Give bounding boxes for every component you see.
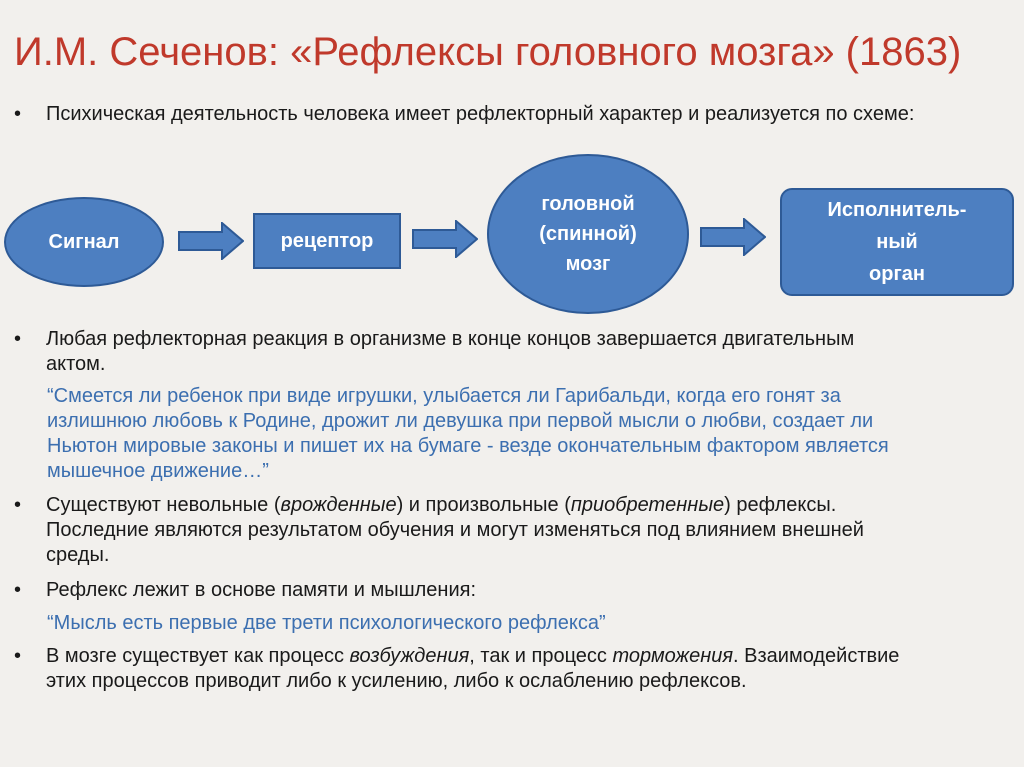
- organ-line: ный: [876, 231, 918, 253]
- quote-1: “Смеется ли ребенок при виде игрушки, ул…: [47, 384, 889, 484]
- quote-1-line: Ньютон мировые законы и пишет их на бума…: [47, 435, 889, 457]
- slide-title: И.М. Сеченов: «Рефлексы головного мозга»…: [14, 30, 962, 74]
- arrow-icon: [412, 220, 478, 258]
- brain-line: (спинной): [539, 223, 637, 245]
- organ-line: Исполнитель-: [827, 199, 967, 221]
- quote-1-line: излишнюю любовь к Родине, дрожит ли деву…: [47, 410, 874, 432]
- bullet-marker: •: [14, 494, 22, 516]
- bullet-marker: •: [14, 103, 22, 125]
- bullet-4-text: Рефлекс лежит в основе памяти и мышления…: [46, 579, 477, 601]
- text-run: В мозге существует как процесс: [46, 645, 350, 667]
- bullet-3-line-3: среды.: [46, 544, 110, 566]
- brain-line: головной: [541, 193, 635, 215]
- effector-organ-node: Исполнитель- ный орган: [780, 188, 1014, 296]
- quote-2: “Мысль есть первые две трети психологиче…: [47, 611, 606, 636]
- text-run: ) и произвольные (: [396, 494, 571, 516]
- bullet-5-line-2: этих процессов приводит либо к усилению,…: [46, 670, 747, 692]
- text-run: . Взаимодействие: [733, 645, 900, 667]
- quote-1-line: “Смеется ли ребенок при виде игрушки, ул…: [47, 385, 841, 407]
- text-run: ) рефлексы.: [724, 494, 837, 516]
- bullet-marker: •: [14, 579, 22, 601]
- text-run: , так и процесс: [469, 645, 613, 667]
- emphasis-excitation: возбуждения: [349, 645, 470, 667]
- arrow-icon: [178, 222, 244, 260]
- emphasis-inhibition: торможения: [612, 645, 734, 667]
- receptor-node: рецептор: [253, 213, 401, 269]
- signal-node: Сигнал: [4, 197, 164, 287]
- quote-1-line: мышечное движение…”: [47, 460, 269, 482]
- text-run: Существуют невольные (: [46, 494, 281, 516]
- bullet-marker: •: [14, 645, 22, 667]
- brain-line: мозг: [565, 253, 611, 275]
- bullet-2-line: Любая рефлекторная реакция в организме в…: [46, 328, 855, 350]
- bullet-3-line-2: Последние являются результатом обучения …: [46, 519, 864, 541]
- bullet-3-line-1: Существуют невольные (врожденные) и прои…: [46, 493, 864, 518]
- bullet-5-line-1: В мозге существует как процесс возбужден…: [46, 644, 899, 669]
- organ-line: орган: [869, 263, 925, 285]
- brain-node: головной (спинной) мозг: [487, 154, 689, 314]
- arrow-icon: [700, 218, 766, 256]
- bullet-2-line: актом.: [46, 353, 106, 375]
- emphasis-innate: врожденные: [280, 494, 397, 516]
- bullet-1-text: Психическая деятельность человека имеет …: [46, 103, 915, 125]
- bullet-marker: •: [14, 328, 22, 350]
- emphasis-acquired: приобретенные: [570, 494, 725, 516]
- quote-2-line: “Мысль есть первые две трети психологиче…: [47, 612, 606, 634]
